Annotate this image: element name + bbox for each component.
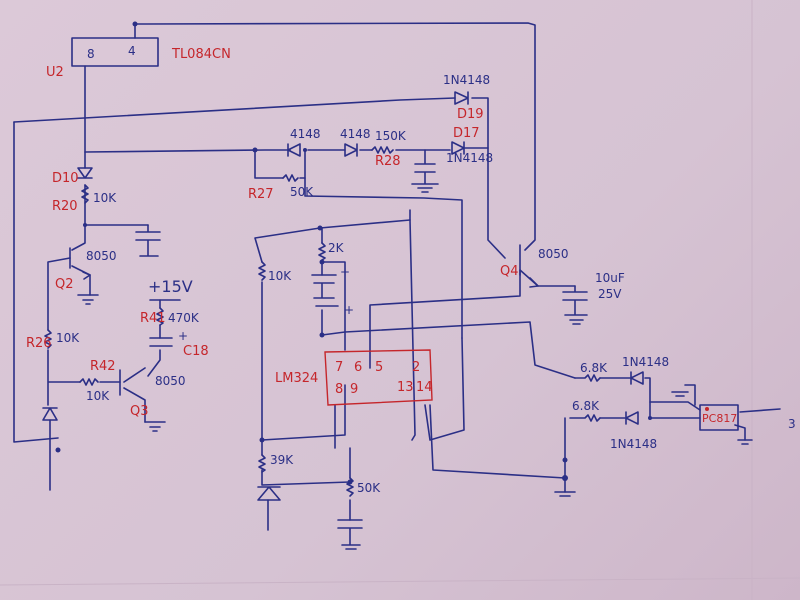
resistor-39k	[258, 454, 266, 473]
output-label: 3	[788, 417, 796, 431]
resistor-10k	[258, 261, 266, 281]
lm324-chip: 7 6 5 2 8 9 13 14	[324, 349, 433, 406]
cap-voltage: 25V	[598, 287, 622, 301]
diode-left	[42, 407, 58, 421]
r41-label: R41	[140, 311, 166, 326]
svg-text:8: 8	[87, 47, 95, 61]
diode-d10	[77, 167, 93, 179]
diode-a-label: 4148	[290, 127, 321, 141]
resistor-r42	[79, 378, 99, 386]
pc817-optocoupler: PC817	[699, 404, 739, 431]
c18-label: C18	[183, 344, 209, 359]
d19-label: D19	[457, 107, 484, 122]
r42-value: 10K	[86, 389, 110, 403]
r20-value: 10K	[93, 191, 117, 205]
svg-text:7: 7	[335, 360, 343, 375]
r2k-value: 2K	[328, 241, 345, 255]
r27-label: R27	[248, 187, 274, 202]
svg-text:9: 9	[350, 382, 358, 397]
diode-4148-a	[287, 143, 301, 157]
transistor-q4	[519, 244, 539, 288]
d17-part: 1N4148	[446, 151, 493, 165]
resistor-6.8k-a	[574, 374, 601, 382]
svg-text:2: 2	[412, 360, 420, 375]
r20-label: R20	[52, 199, 78, 214]
resistor-r26	[44, 329, 52, 349]
svg-text:8: 8	[335, 382, 343, 397]
svg-text:6: 6	[354, 360, 362, 375]
r26-value: 10K	[56, 331, 80, 345]
diode-lower	[625, 411, 639, 425]
r42-label: R42	[90, 359, 116, 374]
junction-dots	[55, 21, 652, 485]
resistor-r41	[156, 307, 164, 326]
u2-label: U2	[46, 65, 64, 80]
svg-text:14: 14	[416, 380, 433, 395]
wires	[13, 22, 781, 531]
diode-d19	[454, 91, 469, 105]
ground-right	[554, 391, 753, 497]
q2-part: 8050	[86, 249, 117, 263]
diode-lower-label: 1N4148	[610, 437, 657, 451]
r39k-value: 39K	[270, 453, 294, 467]
r10k-value: 10K	[268, 269, 292, 283]
diode-b-label: 4148	[340, 127, 371, 141]
diode-upper	[630, 371, 644, 385]
diode-4148-b	[344, 143, 358, 157]
r26-label: R26	[26, 336, 52, 351]
cap-plus-1: +	[340, 265, 350, 279]
cap-value: 10uF	[595, 271, 625, 285]
cap-plus-2: +	[344, 303, 354, 317]
r68a-value: 6.8K	[580, 361, 608, 375]
resistor-2k	[318, 242, 326, 261]
resistor-r28	[371, 146, 394, 154]
tl084-label: TL084CN	[171, 47, 231, 62]
q4-part: 8050	[538, 247, 569, 261]
capacitor-c18	[149, 337, 173, 347]
paper-edge	[0, 577, 800, 586]
r68b-value: 6.8K	[572, 399, 600, 413]
r28-value: 150K	[375, 129, 407, 143]
tl084-chip: 8 4	[71, 37, 159, 67]
capacitor-polar-pair	[311, 274, 339, 307]
resistor-r27	[282, 174, 299, 182]
resistor-50k	[346, 477, 354, 497]
capacitor-ground-2	[135, 224, 161, 257]
transistor-q2	[69, 247, 91, 280]
r41-value: 470K	[168, 311, 200, 325]
q4-label: Q4	[500, 264, 519, 279]
lm324-label: LM324	[275, 371, 318, 386]
svg-text:PC817: PC817	[702, 412, 737, 425]
q3-part: 8050	[155, 374, 186, 388]
v15-label: +15V	[148, 277, 193, 296]
d19-part: 1N4148	[443, 73, 490, 87]
ground-q3	[144, 421, 166, 432]
svg-text:5: 5	[375, 360, 383, 375]
capacitor-ground-3	[337, 519, 363, 550]
resistor-6.8k-b	[569, 414, 601, 422]
r50k-value: 50K	[357, 481, 381, 495]
capacitor-ground	[411, 149, 439, 193]
ground-q2	[77, 294, 99, 305]
r28-label: R28	[375, 154, 401, 169]
diode-d17	[451, 141, 465, 155]
capacitor-10uf	[562, 285, 588, 325]
d10-label: D10	[52, 171, 79, 186]
resistor-r20	[81, 184, 89, 204]
diode-upper-label: 1N4148	[622, 355, 669, 369]
r27-value: 50K	[290, 185, 314, 199]
q2-label: Q2	[55, 277, 74, 292]
svg-text:4: 4	[128, 44, 136, 58]
c18-plus: +	[178, 329, 188, 343]
svg-text:13: 13	[397, 380, 414, 395]
diode-bottom	[257, 486, 281, 501]
q3-label: Q3	[130, 404, 149, 419]
d17-label: D17	[453, 126, 480, 141]
